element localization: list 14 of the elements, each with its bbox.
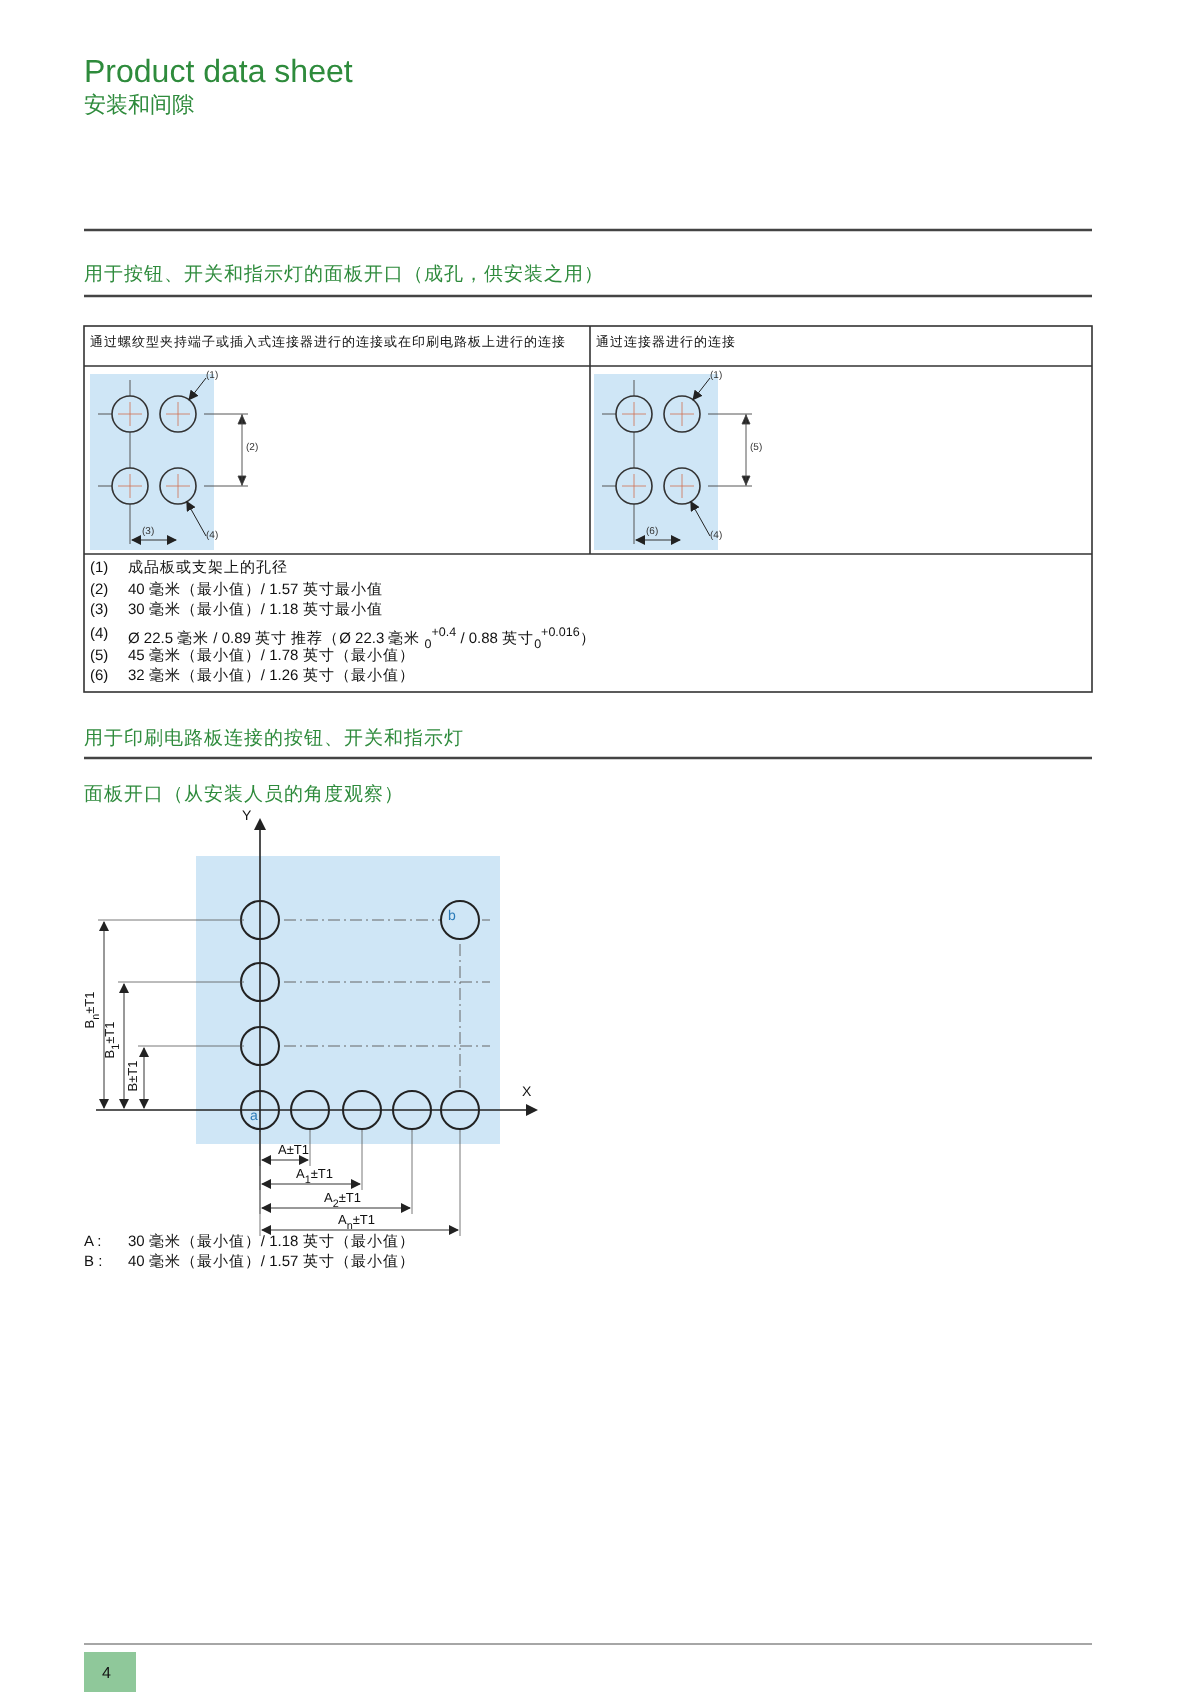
leader-line: [188, 377, 207, 401]
mounting-hole: [159, 395, 197, 433]
subsection-heading: 面板开口（从安装人员的角度观察）: [84, 786, 404, 808]
section-heading: 用于按钮、开关和指示灯的面板开口（成孔，供安装之用）: [84, 266, 604, 288]
page-number: 4: [84, 1652, 136, 1692]
page-title: Product data sheet: [84, 56, 353, 93]
mounting-hole: [663, 467, 701, 505]
leader-line: [186, 500, 207, 537]
section-heading: 用于印刷电路板连接的按钮、开关和指示灯: [84, 730, 464, 752]
leader-line: [692, 377, 711, 401]
mounting-hole: [159, 467, 197, 505]
leader-line: [690, 500, 711, 537]
subtitle: 安装和间隙: [84, 94, 194, 120]
mounting-hole: [663, 395, 701, 433]
